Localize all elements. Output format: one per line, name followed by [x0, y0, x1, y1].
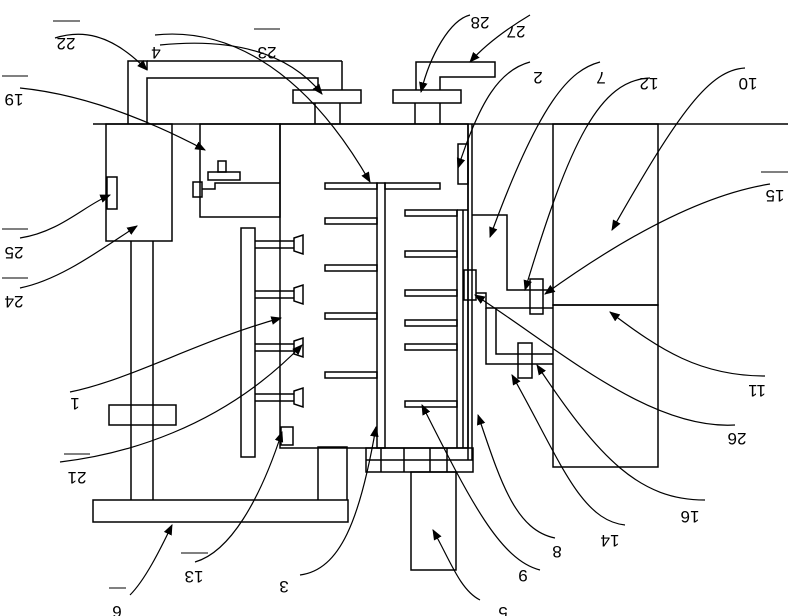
- label-4: 4: [151, 43, 160, 62]
- label-22: 22: [57, 34, 76, 53]
- leader-lines: [19, 14, 771, 601]
- label-23: 23: [258, 43, 277, 62]
- label-7: 7: [596, 68, 605, 87]
- label-14: 14: [601, 531, 620, 550]
- label-27: 27: [507, 22, 526, 41]
- pipe-valve-upper: [529, 278, 544, 315]
- label-28: 28: [471, 13, 490, 32]
- label-5: 5: [498, 603, 507, 616]
- callout-labels: 23 22 4 19 28 27 2 7 12 10 15 11 26 16 1…: [2, 13, 788, 616]
- label-8: 8: [552, 542, 561, 561]
- right-blades: [384, 182, 458, 408]
- drain-valve: [280, 426, 294, 446]
- label-9: 9: [518, 566, 527, 585]
- label-15: 15: [766, 186, 785, 205]
- left-blades: [324, 182, 378, 379]
- machine-structure: [92, 60, 788, 571]
- label-11: 11: [748, 381, 766, 400]
- label-26: 26: [728, 429, 747, 448]
- stirring-shaft: [376, 182, 386, 449]
- label-12: 12: [640, 74, 659, 93]
- label-25: 25: [5, 243, 24, 262]
- right-lower-tank: [552, 304, 659, 468]
- label-13: 13: [185, 567, 204, 586]
- label-1: 1: [70, 394, 79, 413]
- nozzle-set: [255, 233, 304, 409]
- label-2: 2: [533, 68, 542, 87]
- label-16: 16: [681, 507, 700, 526]
- left-control-box: [105, 123, 173, 242]
- right-top-flange: [392, 89, 462, 104]
- box-switch: [106, 176, 118, 210]
- label-6: 6: [112, 602, 121, 616]
- left-compartment: [199, 123, 281, 218]
- motor: [410, 471, 457, 571]
- column-clamp: [108, 404, 177, 426]
- label-19: 19: [5, 90, 24, 109]
- left-top-flange: [292, 89, 362, 104]
- label-10: 10: [739, 74, 758, 93]
- nozzle-rail: [240, 227, 256, 458]
- pipe-valve-lower: [517, 342, 533, 379]
- label-3: 3: [279, 577, 288, 596]
- main-tank: [279, 123, 469, 449]
- label-24: 24: [5, 292, 24, 311]
- base-plate: [92, 499, 349, 523]
- label-21: 21: [68, 468, 87, 487]
